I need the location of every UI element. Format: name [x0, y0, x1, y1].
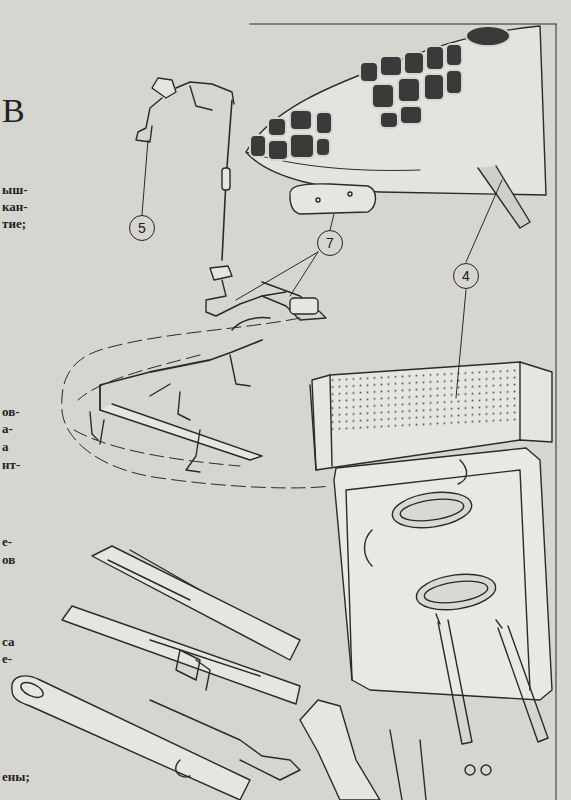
callout-circle: 5 [129, 215, 155, 241]
callout-number: 7 [326, 236, 334, 250]
heading-fragment: В [2, 94, 25, 128]
text-fragment: а- [2, 422, 13, 435]
text-fragment: а [2, 440, 9, 453]
callout-number: 4 [462, 269, 470, 283]
callout-circle: 7 [317, 230, 343, 256]
text-fragment: ов [2, 553, 15, 566]
callout-circle: 4 [453, 263, 479, 289]
text-fragment: е- [2, 535, 12, 548]
text-fragment: е- [2, 652, 12, 665]
text-fragment: ыш- [2, 183, 27, 196]
text-fragment: тие; [2, 217, 26, 230]
text-fragment: ов- [2, 405, 20, 418]
text-fragment: ены; [2, 770, 30, 783]
text-fragment: нт- [2, 458, 20, 471]
callout-number: 5 [138, 221, 146, 235]
text-fragment: са [2, 635, 14, 648]
text-fragment: кан- [2, 200, 28, 213]
